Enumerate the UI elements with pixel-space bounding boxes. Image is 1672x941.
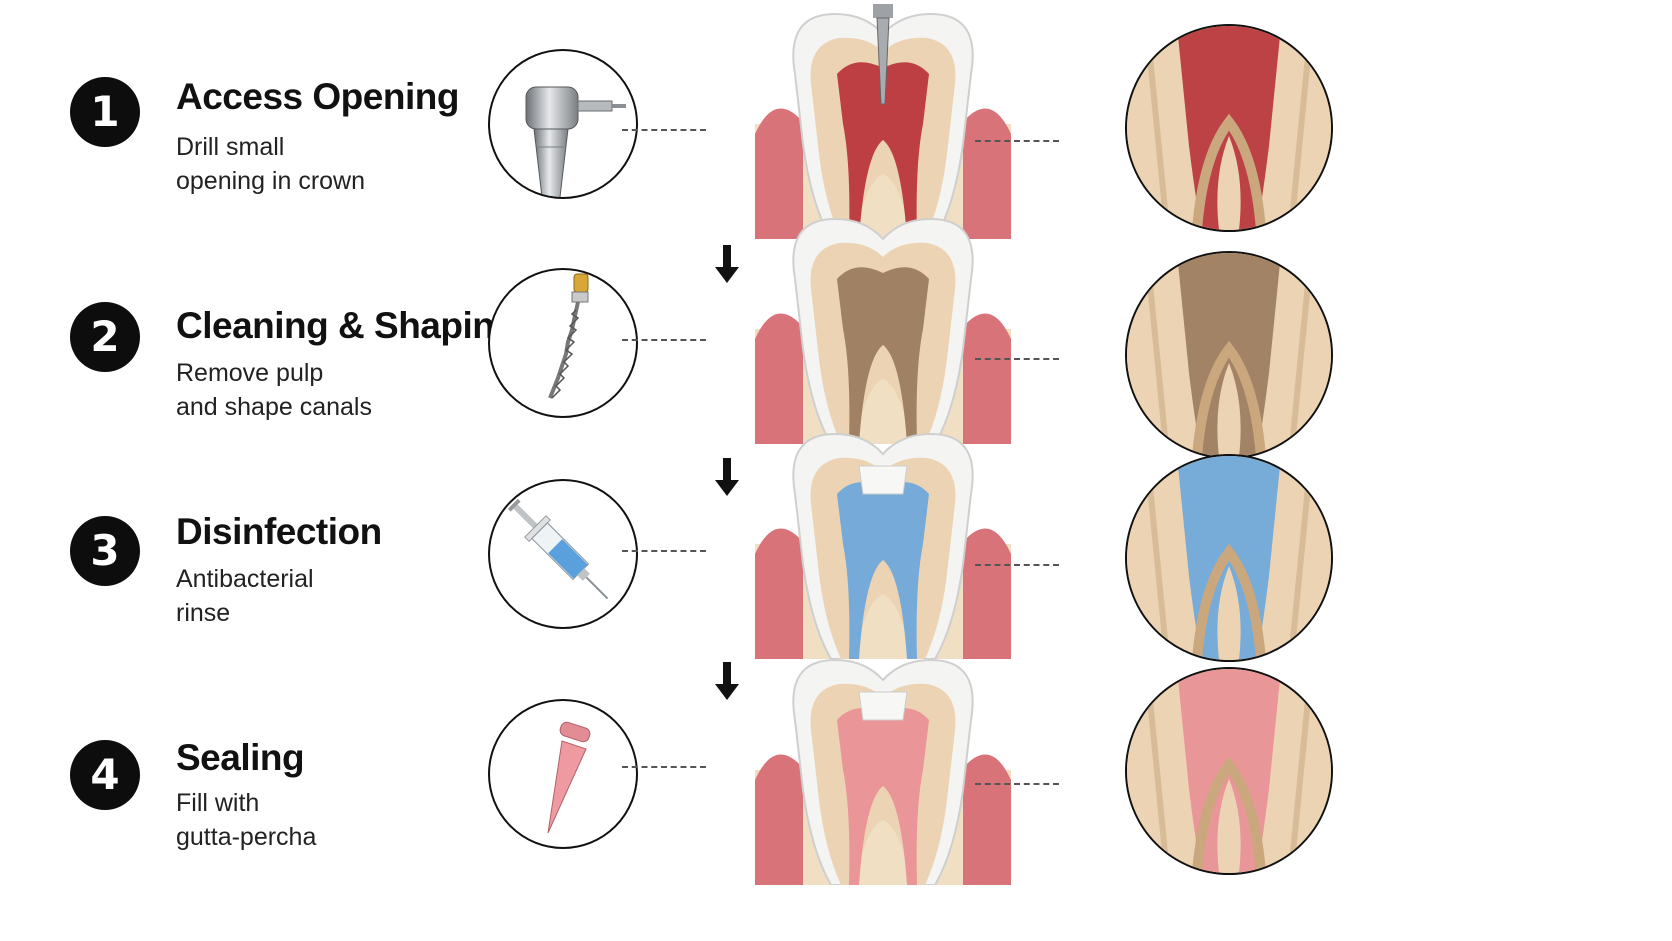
step-title: Sealing (176, 737, 305, 778)
step-description: Fill with gutta-percha (176, 786, 476, 854)
desc-line: rinse (176, 599, 231, 627)
canal-zoom-circle (1125, 24, 1333, 232)
down-arrow-icon (713, 458, 741, 498)
step-description: Antibacterial rinse (176, 562, 476, 630)
tooth-diagram (755, 4, 1011, 239)
canal-zoom-circle (1125, 251, 1333, 459)
tool-circle (488, 268, 638, 418)
step-title: Access Opening (176, 76, 459, 117)
step-description: Remove pulp and shape canals (176, 356, 476, 424)
tool-circle (488, 479, 638, 629)
canal-zoom-circle (1125, 667, 1333, 875)
tooth-diagram (755, 650, 1011, 885)
step-number-badge: 2 (70, 302, 140, 372)
desc-line: gutta-percha (176, 823, 317, 851)
connector-line (622, 129, 706, 131)
connector-line (622, 550, 706, 552)
desc-line: Remove pulp (176, 359, 324, 387)
desc-line: Fill with (176, 789, 260, 817)
step-description: Drill small opening in crown (176, 130, 476, 198)
desc-line: and shape canals (176, 393, 372, 421)
tool-circle (488, 699, 638, 849)
tooth-diagram (755, 209, 1011, 444)
connector-line (975, 783, 1059, 785)
down-arrow-icon (713, 245, 741, 285)
step-3: 3 Disinfection Antibacterial rinse (0, 424, 1672, 662)
syringe-icon (507, 498, 609, 600)
canal-zoom-circle (1125, 454, 1333, 662)
connector-line (975, 140, 1059, 142)
step-1: 1 Access Opening Drill small opening in … (0, 0, 1672, 239)
connector-line (975, 358, 1059, 360)
connector-line (622, 339, 706, 341)
step-title: Disinfection (176, 511, 382, 552)
tool-circle (488, 49, 638, 199)
desc-line: Drill small (176, 133, 285, 161)
step-number-badge: 3 (70, 516, 140, 586)
desc-line: opening in crown (176, 167, 366, 195)
endodontic-file-icon (548, 273, 589, 399)
step-number-badge: 4 (70, 740, 140, 810)
step-title: Cleaning & Shaping (176, 305, 517, 346)
step-4: 4 Sealing Fill with gutta-percha (0, 650, 1672, 885)
dental-drill-icon (525, 86, 626, 197)
down-arrow-icon (713, 662, 741, 702)
step-2: 2 Cleaning & Shaping Remove pulp and sha… (0, 213, 1672, 459)
desc-line: Antibacterial (176, 565, 314, 593)
connector-line (975, 564, 1059, 566)
gutta-percha-cone-icon (547, 721, 591, 834)
step-number-badge: 1 (70, 77, 140, 147)
connector-line (622, 766, 706, 768)
tooth-diagram (755, 424, 1011, 659)
